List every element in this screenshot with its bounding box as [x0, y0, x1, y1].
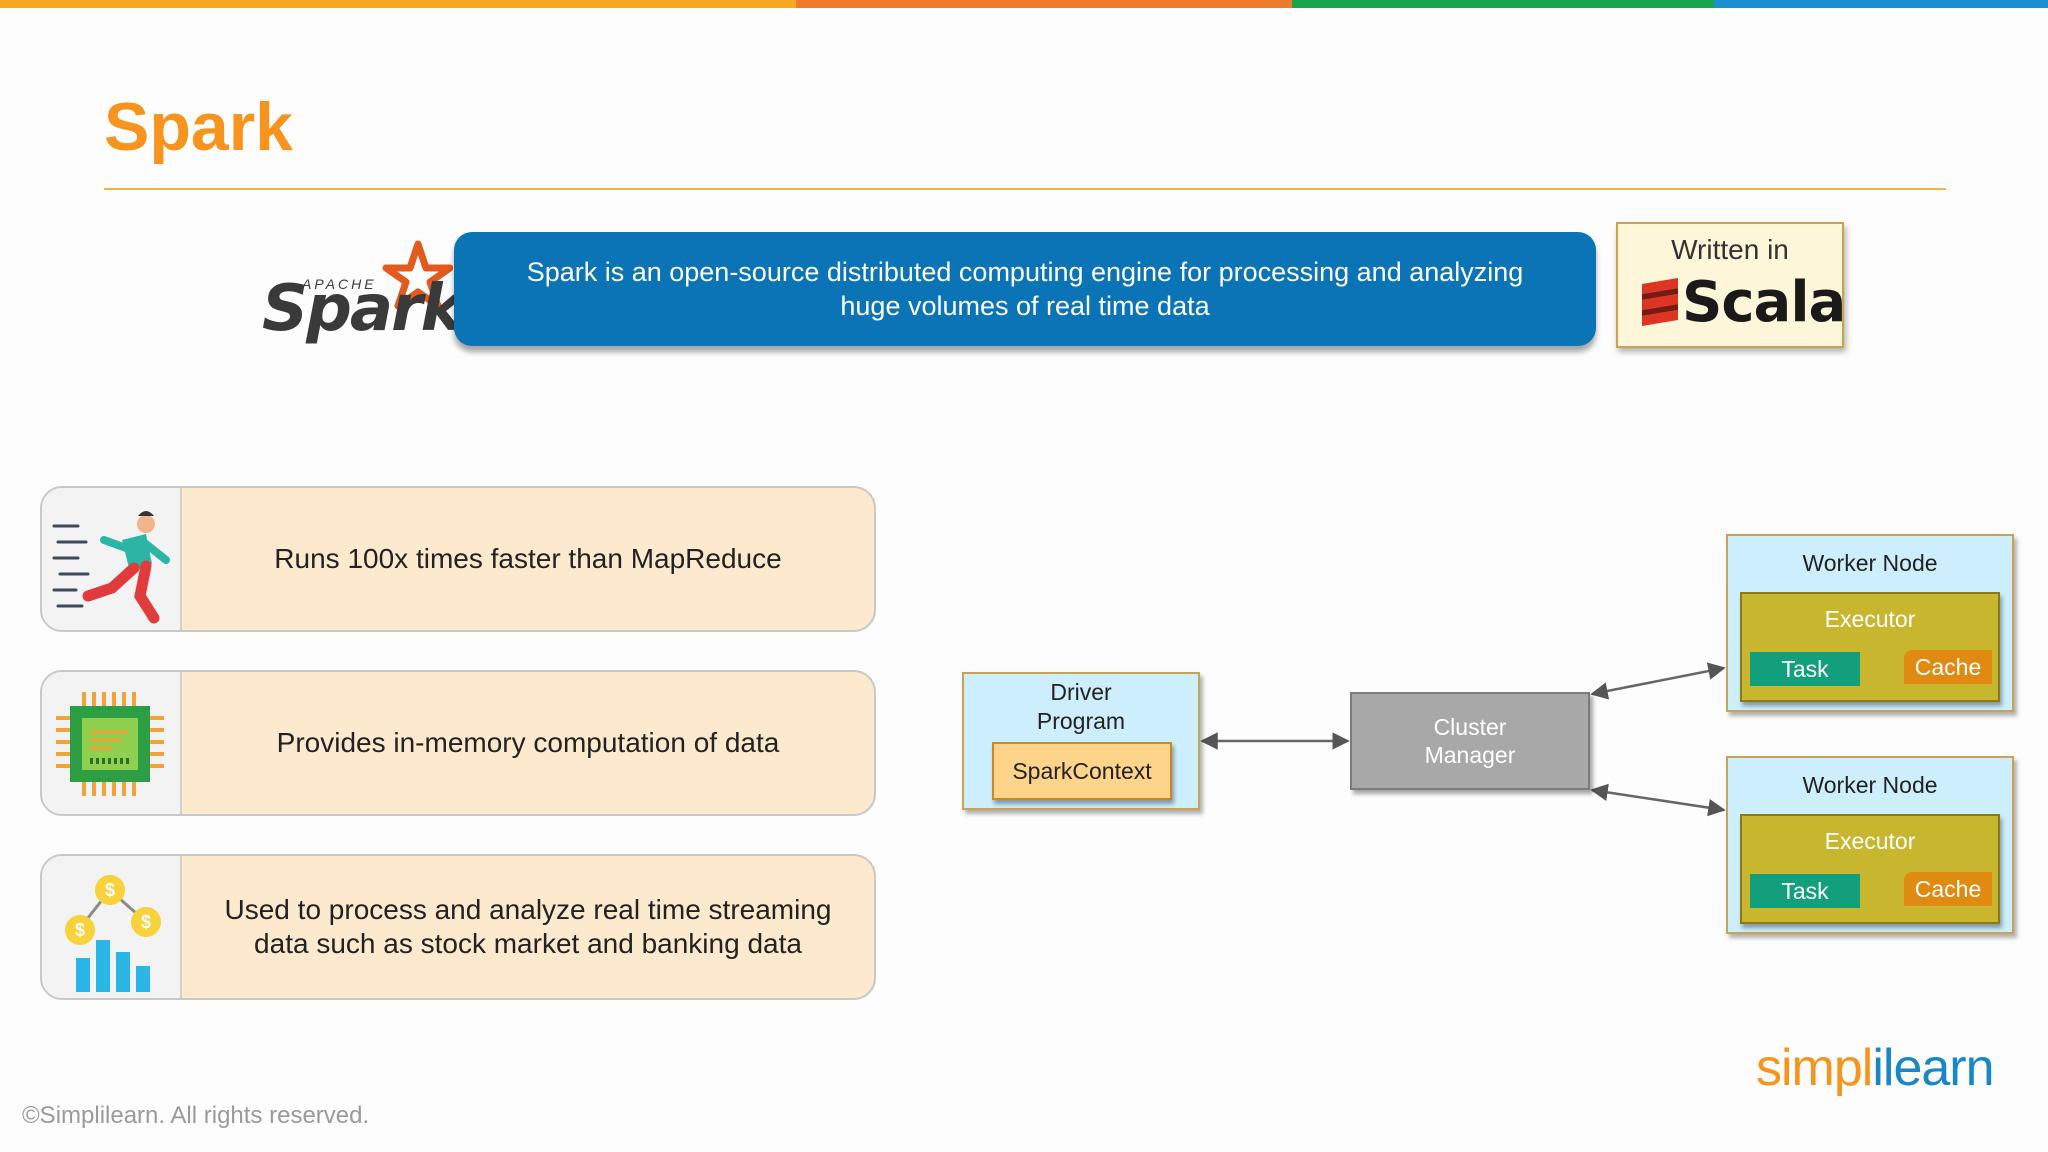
feature-text: Provides in-memory computation of data [276, 727, 780, 758]
brand-part2: ilearn [1872, 1039, 1994, 1097]
spark-context-box: SparkContext [992, 742, 1172, 800]
spark-definition-box: Spark is an open-source distributed comp… [454, 232, 1596, 346]
feature-text: Used to process and analyze real time st… [224, 894, 832, 959]
cluster-label-line1: Cluster [1433, 714, 1507, 740]
feature-icon-cell [42, 488, 182, 630]
spark-logo-apache: APACHE [302, 276, 377, 292]
feature-icon-cell: $ $ $ [42, 856, 182, 998]
scala-logo-icon [1642, 278, 1678, 326]
svg-text:$: $ [105, 880, 115, 900]
worker-node-box: Worker Node Executor Task Cache [1726, 534, 2014, 712]
driver-program-label: Driver Program [964, 678, 1198, 736]
driver-label-line1: Driver [1050, 679, 1112, 705]
feature-icon-cell [42, 672, 182, 814]
spark-star-icon [382, 240, 453, 310]
task-box: Task [1750, 874, 1860, 908]
feature-row: Provides in-memory computation of data [40, 670, 876, 816]
driver-label-line2: Program [1036, 708, 1126, 734]
scala-badge: Written in Scala [1616, 222, 1846, 348]
top-stripe-green [1292, 0, 1714, 8]
cluster-manager-box: Cluster Manager [1350, 692, 1590, 790]
svg-text:$: $ [75, 920, 85, 940]
executor-box: Executor Task Cache [1740, 592, 2000, 702]
title-divider [104, 188, 1946, 190]
cluster-worker1-arrow [1590, 662, 1726, 700]
scala-logo-word: Scala [1682, 270, 1846, 335]
top-stripe-orange [0, 0, 796, 8]
spark-logo-word: Spark [262, 272, 463, 346]
brand-part1: simpl [1756, 1039, 1873, 1097]
worker-node-label: Worker Node [1802, 550, 1938, 576]
copyright-text: ©Simplilearn. All rights reserved. [22, 1102, 370, 1129]
scala-written-in-label: Written in [1671, 234, 1789, 265]
top-stripe-red [796, 0, 1292, 8]
cluster-label-line2: Manager [1424, 742, 1516, 768]
cluster-worker2-arrow [1590, 783, 1726, 817]
simplilearn-logo: simplilearn [1756, 1038, 1995, 1098]
worker-node-label: Worker Node [1802, 772, 1938, 798]
cache-box: Cache [1904, 872, 1992, 906]
page-title: Spark [104, 89, 293, 165]
task-box: Task [1750, 652, 1860, 686]
microchip-icon [56, 692, 164, 796]
feature-row: Runs 100x times faster than MapReduce [40, 486, 876, 632]
worker-node-box: Worker Node Executor Task Cache [1726, 756, 2014, 934]
driver-program-box: Driver Program SparkContext [962, 672, 1200, 810]
finance-chart-icon: $ $ $ [65, 875, 161, 992]
executor-box: Executor Task Cache [1740, 814, 2000, 924]
top-stripe-blue [1714, 0, 2048, 8]
executor-label: Executor [1824, 828, 1916, 854]
cache-box: Cache [1904, 650, 1992, 684]
executor-label: Executor [1824, 606, 1916, 632]
feature-text: Runs 100x times faster than MapReduce [274, 543, 782, 574]
feature-row: $ $ $ Used to process and analyze real tim… [40, 854, 876, 1000]
running-person-icon [52, 511, 170, 624]
svg-text:$: $ [141, 912, 151, 932]
